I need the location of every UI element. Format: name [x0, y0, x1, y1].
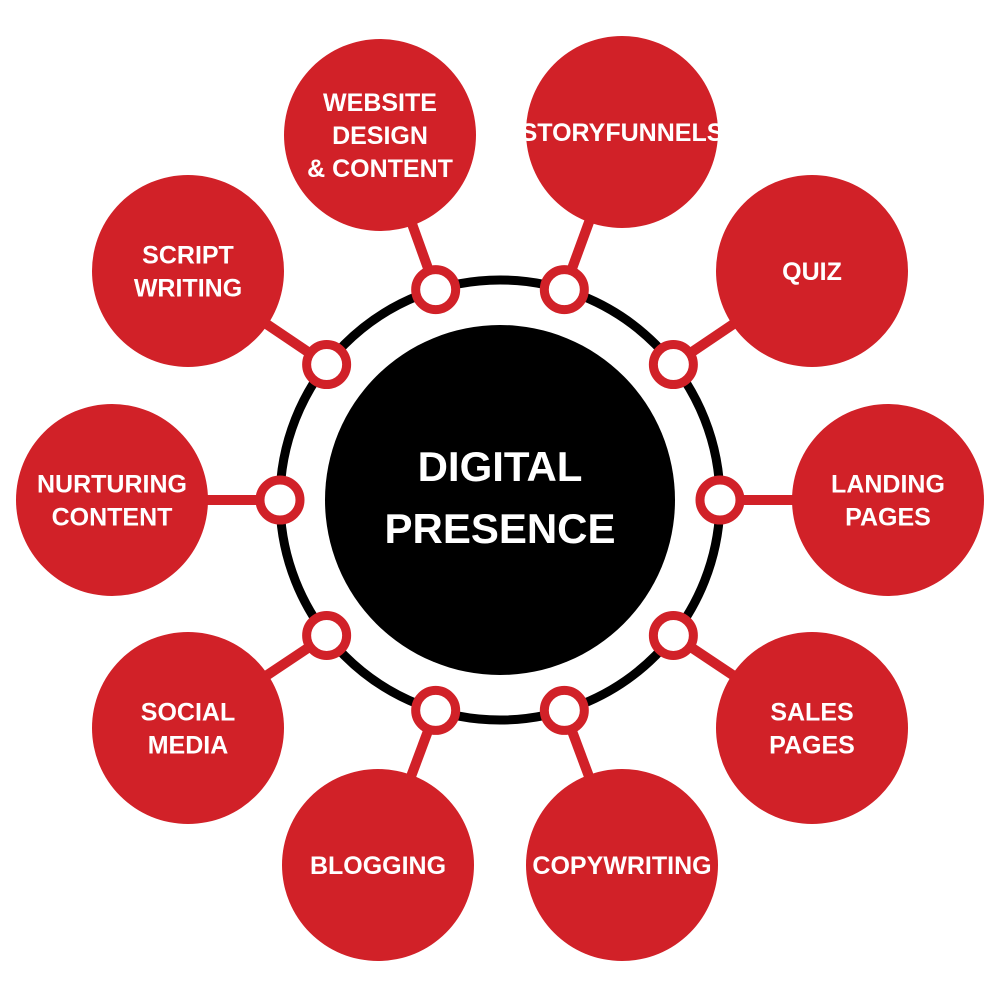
node-label-social-media-line-2: MEDIA [148, 732, 229, 760]
node-label-script-writing-line-1: SCRIPT [142, 242, 234, 270]
node-quiz: QUIZ [716, 175, 908, 367]
node-label-website-design-content-line-1: WEBSITE [323, 89, 437, 117]
ring-connector-blogging [411, 685, 461, 735]
center-title-line-1: DIGITAL [418, 443, 583, 490]
node-circle-landing-pages [792, 404, 984, 596]
node-landing-pages: LANDING PAGES [792, 404, 984, 596]
ring-connector-sales-pages [648, 610, 698, 660]
node-social-media: SOCIAL MEDIA [92, 632, 284, 824]
node-label-website-design-content-line-2: DESIGN [332, 122, 428, 150]
node-label-landing-pages-line-2: PAGES [845, 504, 931, 532]
node-circle-quiz [716, 175, 908, 367]
ring-connector-storyfunnels [539, 265, 589, 315]
node-label-sales-pages-line-2: PAGES [769, 732, 855, 760]
node-script-writing: SCRIPT WRITING [92, 175, 284, 367]
center-circle [325, 325, 675, 675]
node-label-website-design-content-line-3: & CONTENT [307, 155, 453, 183]
ring-connector-nurturing-content [255, 475, 305, 525]
node-label-copywriting-line-1: COPYWRITING [532, 852, 711, 880]
node-label-nurturing-content-line-1: NURTURING [37, 471, 187, 499]
ring-connector-landing-pages [695, 475, 745, 525]
ring-connector-script-writing [302, 340, 352, 390]
node-label-blogging-line-1: BLOGGING [310, 852, 446, 880]
node-label-landing-pages-line-1: LANDING [831, 471, 945, 499]
ring-connector-social-media [302, 610, 352, 660]
node-nurturing-content: NURTURING CONTENT [16, 404, 208, 596]
node-label-quiz-line-1: QUIZ [782, 258, 842, 286]
node-label-script-writing-line-2: WRITING [134, 275, 242, 303]
center-title-line-2: PRESENCE [384, 505, 615, 552]
node-circle-script-writing [92, 175, 284, 367]
node-circle-website-design-content [284, 39, 476, 231]
ring-connector-website-design-content [411, 265, 461, 315]
node-label-nurturing-content-line-2: CONTENT [52, 504, 173, 532]
service-nodes: WEBSITE DESIGN & CONTENT STORYFUNNELS QUIZ LA… [16, 36, 984, 961]
node-label-storyfunnels-line-1: STORYFUNNELS [521, 119, 724, 147]
node-sales-pages: SALES PAGES [716, 632, 908, 824]
node-circle-blogging [282, 769, 474, 961]
center-hub: DIGITAL PRESENCE [325, 325, 675, 675]
node-circle-sales-pages [716, 632, 908, 824]
node-circle-copywriting [526, 769, 718, 961]
node-storyfunnels: STORYFUNNELS [521, 36, 724, 228]
node-circle-social-media [92, 632, 284, 824]
ring-connector-copywriting [539, 685, 589, 735]
node-circle-nurturing-content [16, 404, 208, 596]
node-blogging: BLOGGING [282, 769, 474, 961]
node-circle-storyfunnels [526, 36, 718, 228]
ring-connector-quiz [648, 340, 698, 390]
node-website-design-content: WEBSITE DESIGN & CONTENT [284, 39, 476, 231]
node-label-sales-pages-line-1: SALES [770, 699, 853, 727]
node-label-social-media-line-1: SOCIAL [141, 699, 235, 727]
node-copywriting: COPYWRITING [526, 769, 718, 961]
